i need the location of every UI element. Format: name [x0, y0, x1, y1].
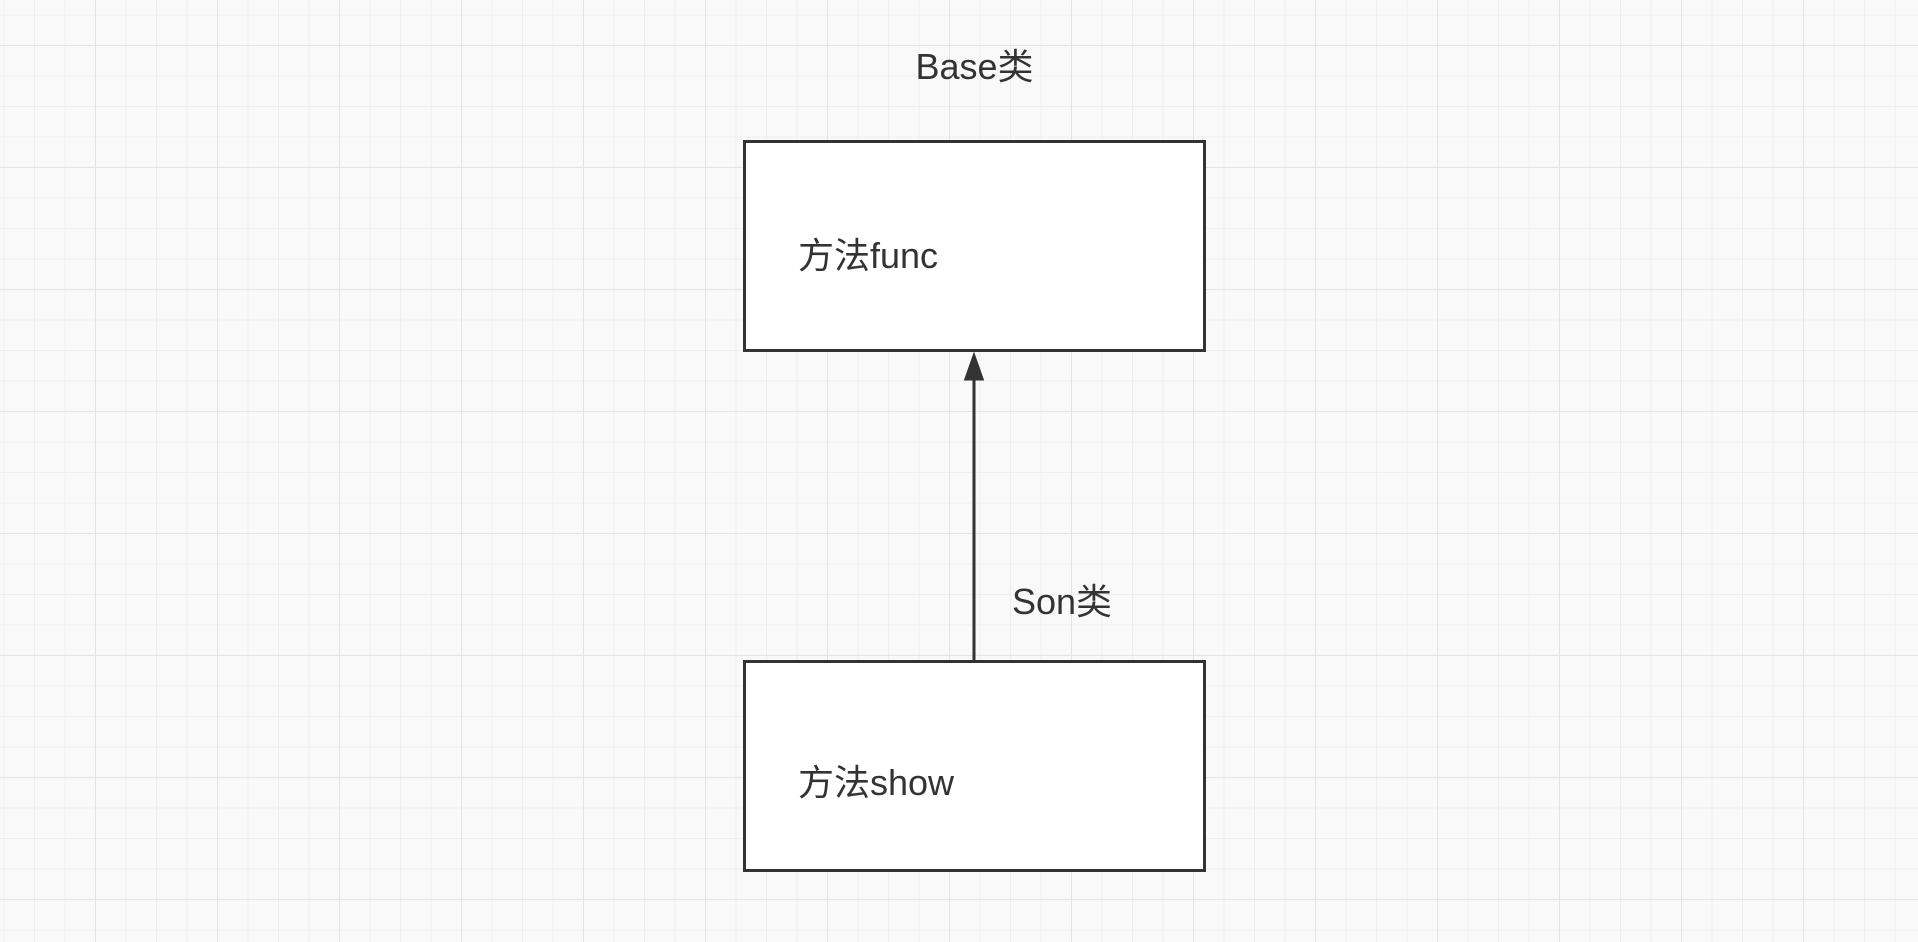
base-class-title: Base类	[915, 46, 1034, 87]
node-base-class[interactable]: 方法func	[743, 140, 1206, 352]
node-son-class[interactable]: 方法show	[743, 660, 1206, 872]
arrow-head-icon	[963, 351, 985, 381]
son-class-edge-label: Son类	[1012, 581, 1113, 622]
node-base-class-label: 方法func	[798, 235, 939, 277]
node-son-class-label: 方法show	[798, 762, 955, 804]
